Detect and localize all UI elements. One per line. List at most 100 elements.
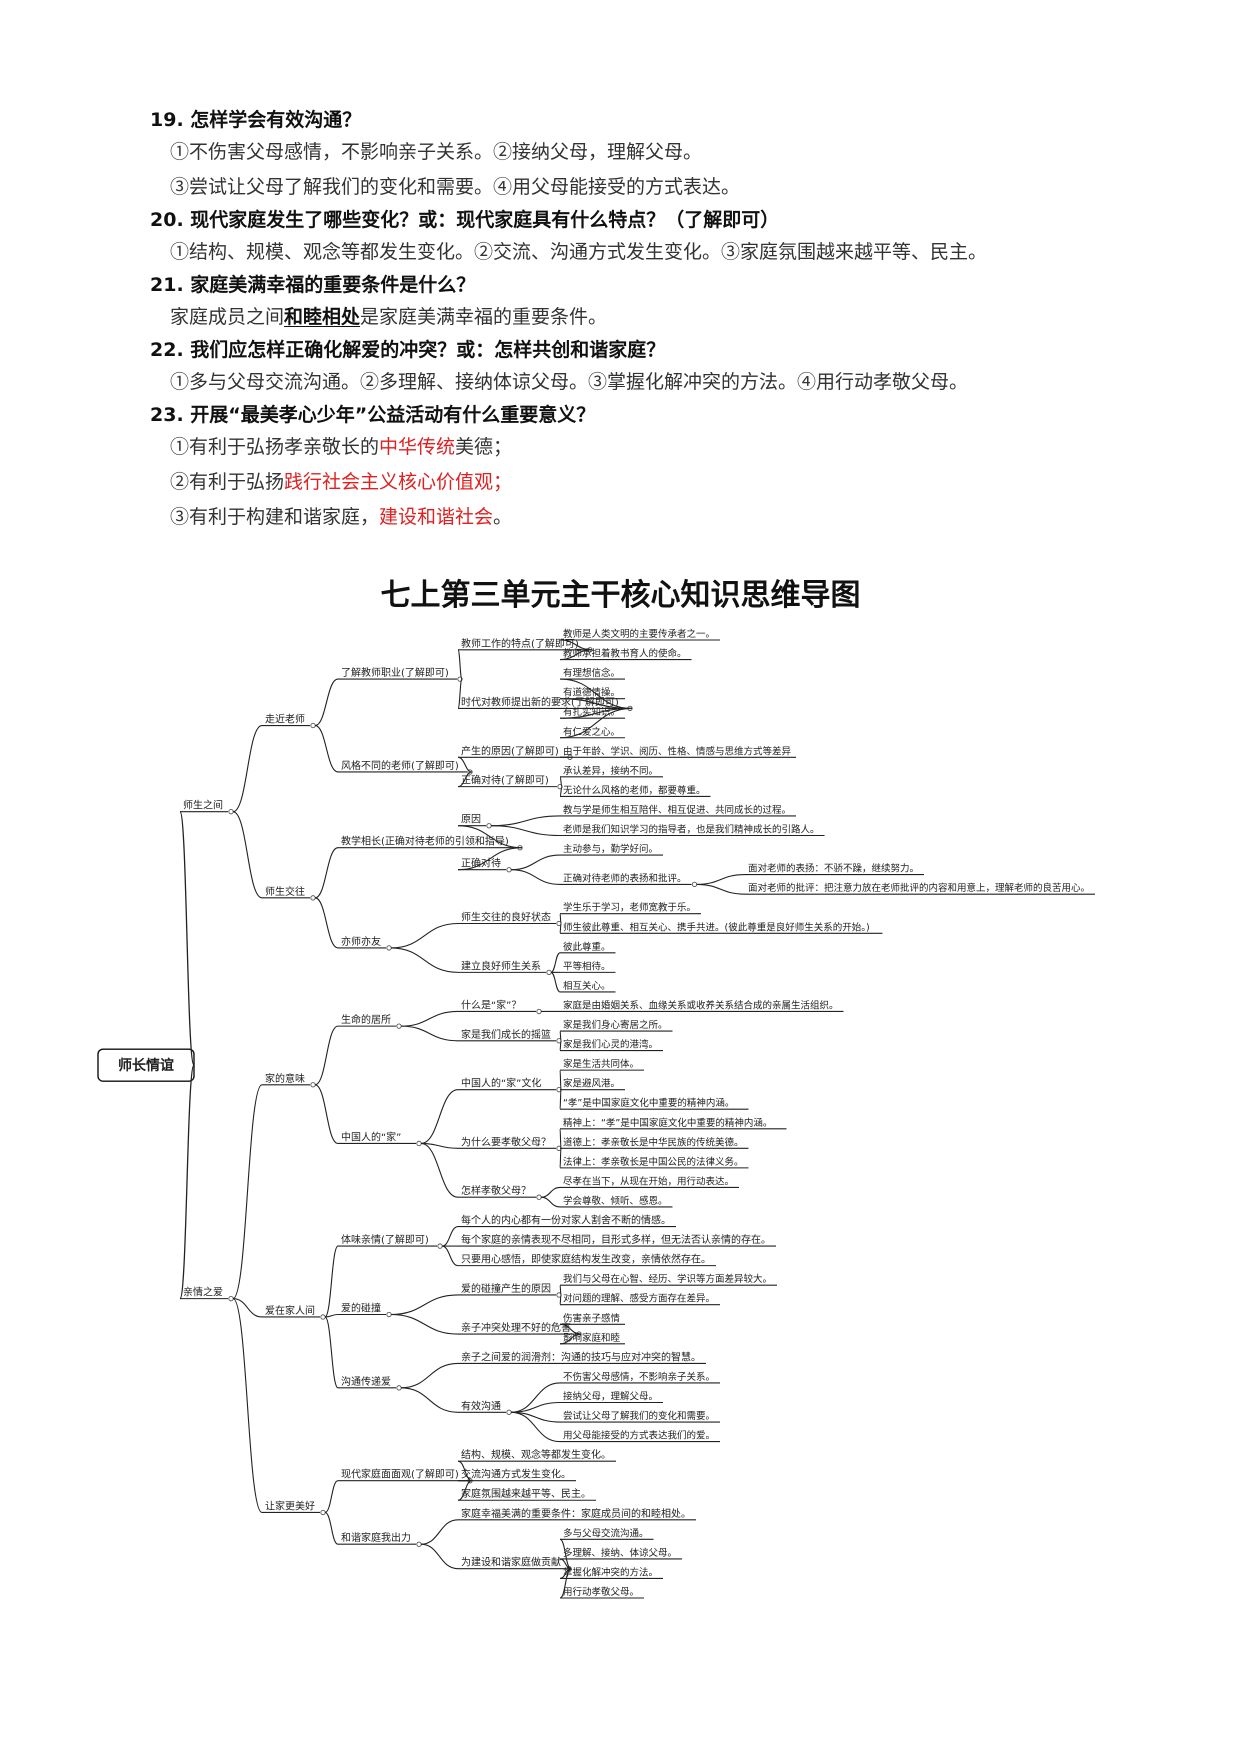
collapse-dot-icon[interactable] [556,1292,562,1298]
mindmap-node-label: 亲情之爱 [183,1286,223,1299]
collapse-dot-icon[interactable] [416,1140,422,1147]
mindmap-branch [324,1480,339,1514]
highlighted-text: 建设和谐社会 [379,506,494,528]
mindmap-branch [400,1025,459,1042]
question-heading: 19. 怎样学会有效沟通？ [150,109,362,131]
mindmap-node-label: 师生交往 [265,885,305,898]
mindmap-node-label: 道德上：孝亲敬长是中华民族的传统美德。 [563,1136,744,1148]
mindmap-node-label: 中国人的“家”文化 [461,1077,541,1090]
collapse-dot-icon[interactable] [546,969,552,976]
mindmap-branch [457,825,523,849]
mindmap-node-label: 教与学是师生相互陪伴、相互促进、共同成长的过程。 [563,804,791,816]
mindmap-node-label: 家是我们心灵的港湾。 [563,1039,658,1051]
answer-line: ①结构、规模、观念等都发生变化。②交流、沟通方式发生变化。③家庭氛围越来越平等、… [170,235,1200,270]
mindmap-node-label: 学会尊敬、倾听、感恩。 [563,1195,668,1207]
mindmap-node-label: 亲子之间爱的润滑剂：沟通的技巧与应对冲突的智慧。 [461,1350,701,1363]
mindmap-node-label: 每个人的内心都有一份对家人割舍不断的情感。 [461,1214,671,1227]
collapse-dot-icon[interactable] [310,1082,316,1088]
mindmap-node-label: 平等相待。 [563,960,611,972]
mindmap-branch [390,1294,459,1316]
collapse-dot-icon[interactable] [386,945,392,951]
question-heading: 21. 家庭美满幸福的重要条件是什么？ [150,274,476,296]
collapse-dot-icon[interactable] [556,920,562,927]
collapse-dot-icon[interactable] [396,1385,402,1391]
answer-text: ①多与父母交流沟通。②多理解、接纳体谅父母。③掌握化解冲突的方法。④用行动孝敬父… [170,371,969,393]
mindmap-node-label: 产生的原因(了解即可) [461,744,559,757]
mindmap-node-label: 主动参与，勤学好问。 [563,843,658,855]
collapse-dot-icon[interactable] [310,722,316,729]
question-heading: 20. 现代家庭发生了哪些变化？或：现代家庭具有什么特点？（了解即可） [150,209,780,231]
collapse-dot-icon[interactable] [320,1509,326,1516]
mindmap-branch [324,1313,339,1318]
mindmap-branch [490,815,561,827]
collapse-dot-icon[interactable] [556,1038,562,1044]
mindmap-node-label: 亲子冲突处理不好的危害 [461,1321,571,1334]
mindmap-node-label: 我们与父母在心智、经历、学识等方面差异较大。 [563,1273,772,1285]
mindmap-node-label: 爱的碰撞产生的原因 [461,1282,551,1295]
mindmap-node-label: 家庭氛围越来越平等、民主。 [461,1487,591,1500]
mindmap-branch [400,1387,459,1413]
mindmap-node-label: 有效沟通 [461,1399,501,1412]
collapse-dot-icon[interactable] [691,881,698,888]
answer-line: ①有利于弘扬孝亲敬长的中华传统美德； [170,430,1200,465]
mindmap-node-label: 由于年龄、学识、阅历、性格、情感与思维方式等差异 [563,745,792,757]
mindmap-node-label: 无论什么风格的老师，都要尊重。 [563,784,706,796]
mindmap-branch [559,678,633,709]
mindmap-branch [550,971,561,993]
collapse-dot-icon[interactable] [320,1314,326,1320]
collapse-dot-icon[interactable] [416,1541,422,1547]
answer-line: 家庭成员之间和睦相处是家庭美满幸福的重要条件。 [170,300,1200,335]
collapse-dot-icon[interactable] [228,1295,234,1302]
answer-line: ①多与父母交流沟通。②多理解、接纳体谅父母。③掌握化解冲突的方法。④用行动孝敬父… [170,365,1200,400]
mindmap-node-label: 走近老师 [265,713,305,726]
mindmap-node-label: 师生彼此尊重、相互关心、携手共进。(彼此尊重是良好师生关系的开始。) [563,921,870,933]
mindmap-node-label: 爱在家人间 [265,1304,315,1317]
mindmap-node-label: 家是我们身心寄居之所。 [563,1019,668,1031]
collapse-dot-icon[interactable] [536,1194,542,1200]
mindmap-branch [232,1298,263,1514]
mindmap-branch [510,854,561,871]
mindmap-node-label: 教师是人类文明的主要传承者之一。 [563,628,715,640]
mindmap-node-label: 相互关心。 [563,980,611,992]
collapse-dot-icon[interactable] [396,1023,402,1029]
collapse-dot-icon[interactable] [437,1243,443,1249]
mindmap-branch [314,1025,339,1086]
mindmap-node-label: 现代家庭面面观(了解即可) [341,1468,459,1481]
answer-text: ①有利于弘扬孝亲敬长的 [170,436,380,458]
collapse-dot-icon[interactable] [386,1311,392,1318]
mindmap-node-label: 有道德情操。 [563,687,620,699]
mindmap-node-label: 家是避风港。 [563,1078,620,1090]
mindmap-node-label: 尽孝在当下，从现在开始，用行动表达。 [563,1175,734,1187]
answer-text: 美德； [455,436,513,458]
collapse-dot-icon[interactable] [228,809,234,815]
mindmap-branch [457,649,463,680]
mindmap-node-label: 彼此尊重。 [563,941,611,953]
mindmap-branch [559,1538,572,1570]
mindmap-node-label: 学生乐于学习，老师宽教于乐。 [563,902,696,914]
mindmap-branch [457,678,463,709]
collapse-dot-icon[interactable] [310,895,316,901]
question-heading: 22. 我们应怎样正确化解爱的冲突？或：怎样共创和谐家庭？ [150,339,666,361]
mindmap-branch [696,883,746,895]
answer-text: ③有利于构建和谐家庭， [170,506,380,528]
highlighted-text: 中华传统 [379,436,456,458]
collapse-dot-icon[interactable] [536,1008,542,1015]
mindmap-branch [232,1084,263,1300]
mindmap-branch [559,1069,562,1091]
mindmap-branch [232,1298,263,1318]
mindmap-node-label: 家庭是由婚姻关系、血缘关系或收养关系结合成的亲属生活组织。 [563,999,839,1011]
mindmap-node-label: 建立良好师生关系 [461,959,541,972]
mindmap-node-label: 面对老师的批评：把注意力放在老师批评的内容和用意上，理解老师的良苦用心。 [748,882,1090,894]
mindmap-node-label: 和谐家庭我出力 [341,1531,411,1544]
collapse-dot-icon[interactable] [506,1409,512,1415]
mindmap-node-label: 为什么要孝敬父母？ [461,1135,551,1148]
mindmap-node-label: 正确对待(了解即可) [461,774,549,787]
mindmap-branch [490,825,561,837]
collapse-dot-icon[interactable] [506,867,512,873]
answer-text: 是家庭美满幸福的重要条件。 [360,306,608,328]
mindmap-branch [420,1089,459,1144]
collapse-dot-icon[interactable] [486,823,492,829]
mindmap-node-label: 只要用心感悟，即使家庭结构发生改变，亲情依然存在。 [461,1253,711,1266]
answer-text: 家庭成员之间 [170,306,285,328]
